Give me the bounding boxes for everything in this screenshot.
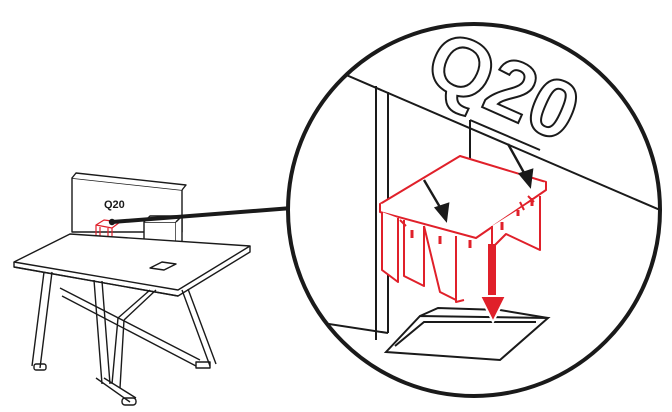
zoom-circle-frame — [286, 22, 662, 398]
zoom-desk-surface — [289, 306, 551, 362]
zoom-cable-slot — [419, 306, 549, 319]
zoom-bracket — [379, 155, 547, 303]
zoom-placement-arrows — [422, 143, 534, 223]
desk-legs — [31, 271, 217, 406]
desk-cable-slot — [149, 261, 177, 271]
zoom-insert-arrow — [478, 244, 508, 325]
desk-overview: Q20 — [13, 172, 251, 406]
desk-top-surface — [13, 233, 251, 291]
desk-panel-label: Q20 — [104, 199, 125, 211]
callout-connector-line — [111, 206, 293, 224]
zoom-detail: Q20 — [288, 24, 660, 396]
